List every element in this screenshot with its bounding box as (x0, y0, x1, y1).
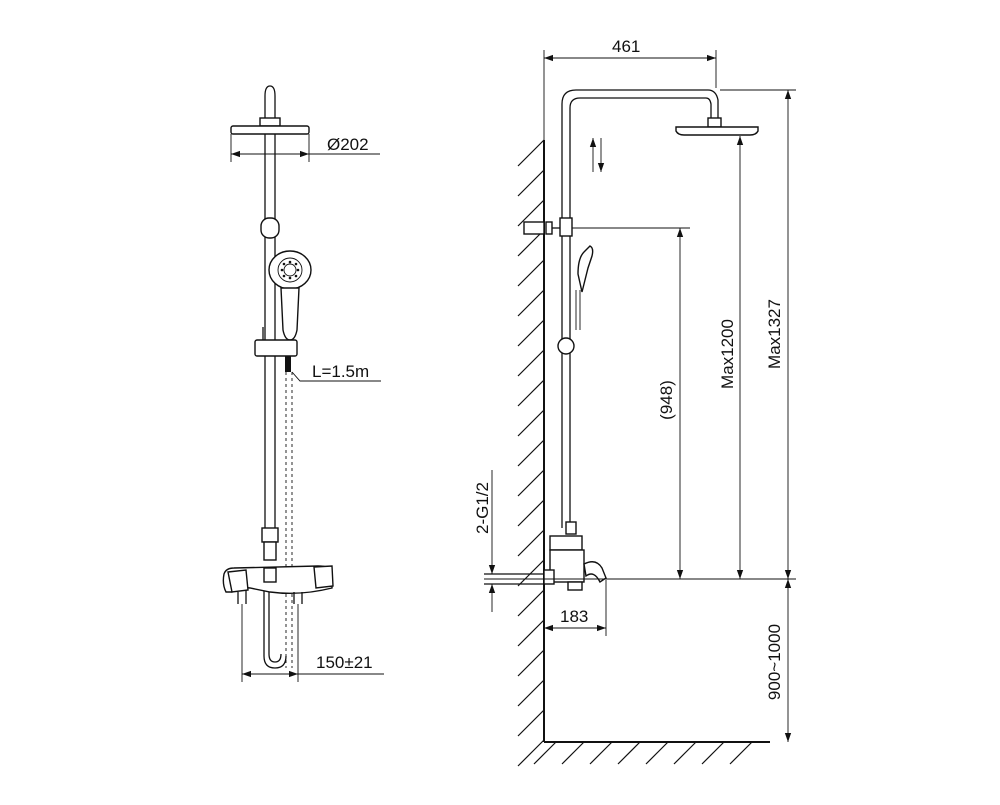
side-hand-shower (577, 245, 594, 293)
hose-length-label: L=1.5m (312, 362, 369, 381)
wall-bracket-clamp (559, 217, 573, 237)
side-slide-knob (557, 337, 575, 355)
diverter-block (261, 527, 279, 543)
thermostatic-mixer-bar (222, 565, 333, 595)
head-nut (259, 117, 281, 127)
hand-shower-handle (280, 287, 300, 341)
inlet-thread-label: 2-G1/2 (473, 482, 492, 534)
hose-leader (291, 371, 381, 382)
head-diameter-label: Ø202 (327, 135, 369, 154)
holder-bracket (254, 339, 298, 357)
hand-shower-nozzles (280, 260, 300, 280)
mixer-outlet (263, 567, 277, 583)
shower-arm-inner (569, 97, 712, 528)
slide-height-label: (948) (657, 380, 676, 420)
side-mixer-inlet (543, 569, 555, 585)
mixer-left-handle (227, 569, 249, 593)
hose-stub (285, 356, 291, 372)
slide-ring (260, 217, 280, 239)
side-head-nut (707, 117, 722, 128)
hand-shower-head (268, 250, 312, 290)
spout-projection-label: 183 (560, 607, 588, 626)
hose-loop (263, 590, 287, 669)
side-rain-head (675, 126, 759, 136)
hand-shower-face (277, 257, 303, 283)
wall-bracket-plate (545, 221, 553, 235)
side-spout (583, 561, 607, 584)
front-view: Ø202 L=1.5m 150±21 (222, 85, 384, 682)
max-total-height-label: Max1327 (765, 299, 784, 369)
shower-arm-outer (561, 89, 719, 528)
wall-anchor (523, 221, 545, 235)
side-diverter (549, 535, 583, 551)
max-head-height-label: Max1200 (718, 319, 737, 389)
rain-shower-head (230, 125, 310, 135)
side-diverter-cap (565, 521, 577, 535)
side-view: 461 Max1327 Max1200 (948) 2-G1/2 183 900… (473, 37, 796, 767)
inlet-spacing-label: 150±21 (316, 653, 373, 672)
mounting-height-label: 900~1000 (765, 624, 784, 700)
side-mixer-body (549, 549, 585, 583)
floor-hatching (533, 741, 753, 765)
arm-length-label: 461 (612, 37, 640, 56)
top-connector (264, 85, 276, 118)
side-spout-base (567, 581, 583, 591)
diverter-body (263, 541, 277, 561)
mixer-right-handle (313, 565, 334, 589)
